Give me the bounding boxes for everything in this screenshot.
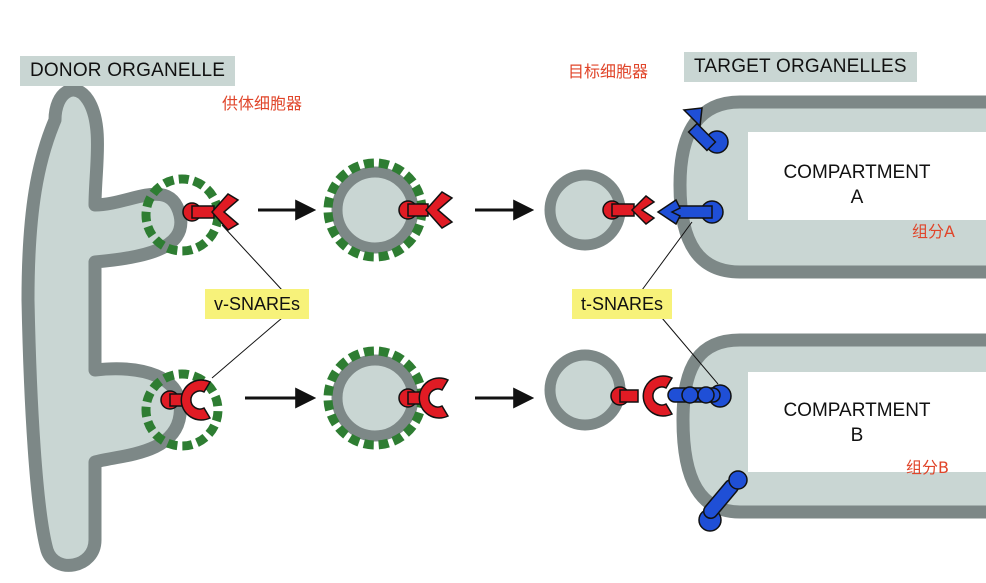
pointer-lines <box>211 221 719 385</box>
compartment-a <box>673 95 986 279</box>
v-snare-icon <box>610 375 674 417</box>
donor-organelle-cn-label: 供体细胞器 <box>222 94 303 113</box>
v-snare-icon <box>160 379 212 421</box>
v-snare-icon <box>602 195 656 225</box>
compartment-b-cn-label: 组分B <box>906 458 949 477</box>
target-organelles-cn-label: 目标细胞器 <box>568 62 649 81</box>
t-snare-icon <box>656 198 724 226</box>
v-snares-label: v-SNAREs <box>205 289 310 319</box>
v-snare-icon <box>182 193 240 231</box>
coat-protein-icon <box>141 369 223 451</box>
compartment-a-label: COMPARTMENT A <box>762 160 952 210</box>
v-snare-icon <box>398 377 450 419</box>
t-snare-icon <box>667 384 732 408</box>
t-snare-icon <box>698 470 748 532</box>
compartment-a-cn-label: 组分A <box>912 222 955 241</box>
v-snare-icon <box>398 191 454 229</box>
compartment-a-letter: A <box>850 187 864 208</box>
donor-organelle-label: DONOR ORGANELLE <box>20 56 236 86</box>
compartment-b-label: COMPARTMENT B <box>762 398 952 448</box>
donor-organelle <box>21 83 188 572</box>
compartment-b <box>676 333 986 519</box>
compartment-b-title: COMPARTMENT <box>783 400 931 421</box>
t-snare-icon <box>682 107 729 154</box>
compartment-a-title: COMPARTMENT <box>783 162 931 183</box>
vesicle-bottom-uncoated <box>544 349 626 431</box>
target-organelles-label: TARGET ORGANELLES <box>684 52 917 82</box>
compartment-b-letter: B <box>850 425 864 446</box>
coat-protein-icon <box>141 174 223 256</box>
t-snares-label: t-SNAREs <box>572 289 673 319</box>
